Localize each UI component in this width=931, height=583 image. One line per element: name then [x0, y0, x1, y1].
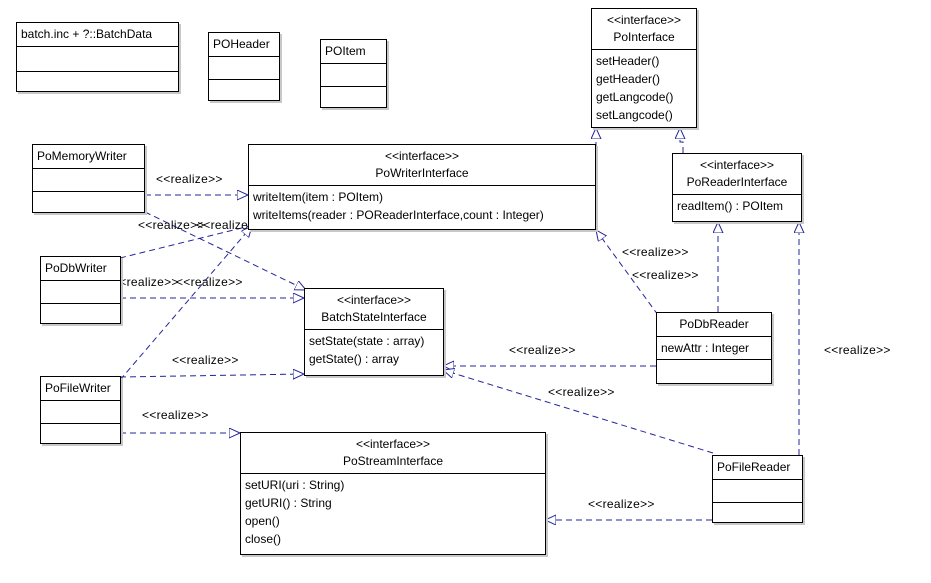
class-batchdata[interactable]: batch.inc + ?::BatchData [16, 22, 179, 92]
class-pointerface[interactable]: <<interface>> PoInterface setHeader() ge… [591, 8, 697, 128]
realize-label: <<realize>> [176, 275, 243, 289]
stereotype: <<interface>> [384, 149, 460, 163]
realize-label: <<realize>> [588, 497, 655, 511]
class-pofilereader[interactable]: PoFileReader [712, 455, 803, 523]
operations-section [17, 72, 178, 76]
class-header: PoFileWriter [41, 377, 120, 401]
operation: getURI() : String [245, 496, 332, 510]
class-header: <<interface>> PoReaderInterface [673, 154, 801, 195]
operations-section [321, 87, 386, 91]
class-header: <<interface>> PoWriterInterface [249, 145, 595, 186]
class-header: PoDbWriter [41, 257, 120, 281]
operations-section [209, 80, 279, 84]
class-name: POHeader [213, 37, 270, 51]
class-header: <<interface>> PoStreamInterface [241, 433, 545, 474]
operation: setLangcode() [596, 108, 673, 122]
operation: close() [245, 532, 282, 546]
class-podbreader[interactable]: PoDbReader newAttr : Integer [656, 312, 772, 384]
realize-label: <<realize>> [548, 385, 615, 399]
realize-label: <<realize>> [632, 268, 699, 282]
operations-section: setHeader() getHeader() getLangcode() se… [592, 50, 696, 126]
edge-reader-pointerface [680, 128, 683, 153]
operation: getHeader() [596, 72, 661, 86]
class-name: PoDbWriter [45, 261, 107, 275]
operations-section [713, 503, 802, 507]
operations-section [657, 360, 771, 364]
realize-label: <<realize>> [138, 218, 205, 232]
class-header: PoDbReader [657, 313, 771, 337]
attributes-section [33, 169, 144, 192]
class-name: PoFileWriter [45, 381, 111, 395]
realize-label: <<realize>> [509, 343, 576, 357]
realize-label: <<realize>> [172, 353, 239, 367]
class-name: PoFileReader [717, 460, 791, 474]
class-name: PoStreamInterface [342, 454, 444, 468]
class-pomemorywriter[interactable]: PoMemoryWriter [32, 144, 145, 213]
operations-section: writeItem(item : POItem) writeItems(read… [249, 186, 595, 226]
class-poreaderinterface[interactable]: <<interface>> PoReaderInterface readItem… [672, 153, 802, 222]
class-header: POItem [321, 40, 386, 64]
class-name: PoInterface [613, 30, 675, 44]
class-name: batch.inc + ?::BatchData [21, 27, 153, 41]
stereotype: <<interface>> [606, 13, 682, 27]
stereotype: <<interface>> [355, 437, 431, 451]
operation: getState() : array [309, 352, 400, 366]
class-podbwriter[interactable]: PoDbWriter [40, 256, 121, 324]
class-name: PoDbReader [679, 317, 749, 331]
class-batchstateinterface[interactable]: <<interface>> BatchStateInterface setSta… [304, 288, 444, 376]
realize-label: <<realize>> [142, 408, 209, 422]
class-header: batch.inc + ?::BatchData [17, 23, 178, 47]
edge-filereader-batchstate [443, 370, 714, 454]
attributes-section [713, 480, 802, 503]
realize-label: <<realize>> [196, 218, 263, 232]
attributes-section [41, 281, 120, 304]
edge-dbreader-writer [596, 230, 659, 316]
class-name: PoMemoryWriter [37, 149, 127, 163]
class-poheader[interactable]: POHeader [208, 32, 280, 101]
stereotype: <<interface>> [699, 158, 775, 172]
operations-section [41, 424, 120, 428]
attributes-section [17, 47, 178, 72]
realize-label: <<realize>> [622, 245, 689, 259]
class-header: POHeader [209, 33, 279, 57]
edge-filewriter-batchstate [119, 374, 304, 377]
class-pofilewriter[interactable]: PoFileWriter [40, 376, 121, 444]
class-header: <<interface>> PoInterface [592, 9, 696, 50]
edge-filewriter-writer [119, 226, 252, 381]
realize-label: <<realize>> [824, 343, 891, 357]
attributes-section [41, 401, 120, 424]
operations-section: setState(state : array) getState() : arr… [305, 330, 443, 370]
operation: writeItem(item : POItem) [253, 190, 384, 204]
operations-section: setURI(uri : String) getURI() : String o… [241, 474, 545, 550]
operation: setHeader() [596, 54, 660, 68]
operation: getLangcode() [596, 90, 674, 104]
operation: open() [245, 514, 280, 528]
operation: setState(state : array) [309, 334, 425, 348]
class-name: BatchStateInterface [321, 310, 427, 324]
class-name: POItem [325, 44, 366, 58]
attribute: newAttr : Integer [661, 341, 750, 355]
operation: writeItems(reader : POReaderInterface,co… [253, 208, 544, 222]
operations-section [33, 192, 144, 196]
operations-section: readItem() : POItem [673, 195, 801, 217]
class-header: PoMemoryWriter [33, 145, 144, 169]
stereotype: <<interface>> [336, 293, 412, 307]
class-name: PoWriterInterface [375, 166, 469, 180]
class-header: <<interface>> BatchStateInterface [305, 289, 443, 330]
class-poitem[interactable]: POItem [320, 39, 387, 108]
attributes-section [321, 64, 386, 87]
operations-section [41, 304, 120, 308]
class-postreaminterface[interactable]: <<interface>> PoStreamInterface setURI(u… [240, 432, 546, 555]
class-powriterinterface[interactable]: <<interface>> PoWriterInterface writeIte… [248, 144, 596, 230]
realize-label: <<realize>> [156, 172, 223, 186]
operation: setURI(uri : String) [245, 478, 345, 492]
operation: readItem() : POItem [677, 199, 784, 213]
attributes-section: newAttr : Integer [657, 337, 771, 360]
class-header: PoFileReader [713, 456, 802, 480]
attributes-section [209, 57, 279, 80]
realize-label: <<realize>> [112, 275, 179, 289]
class-name: PoReaderInterface [686, 175, 788, 189]
